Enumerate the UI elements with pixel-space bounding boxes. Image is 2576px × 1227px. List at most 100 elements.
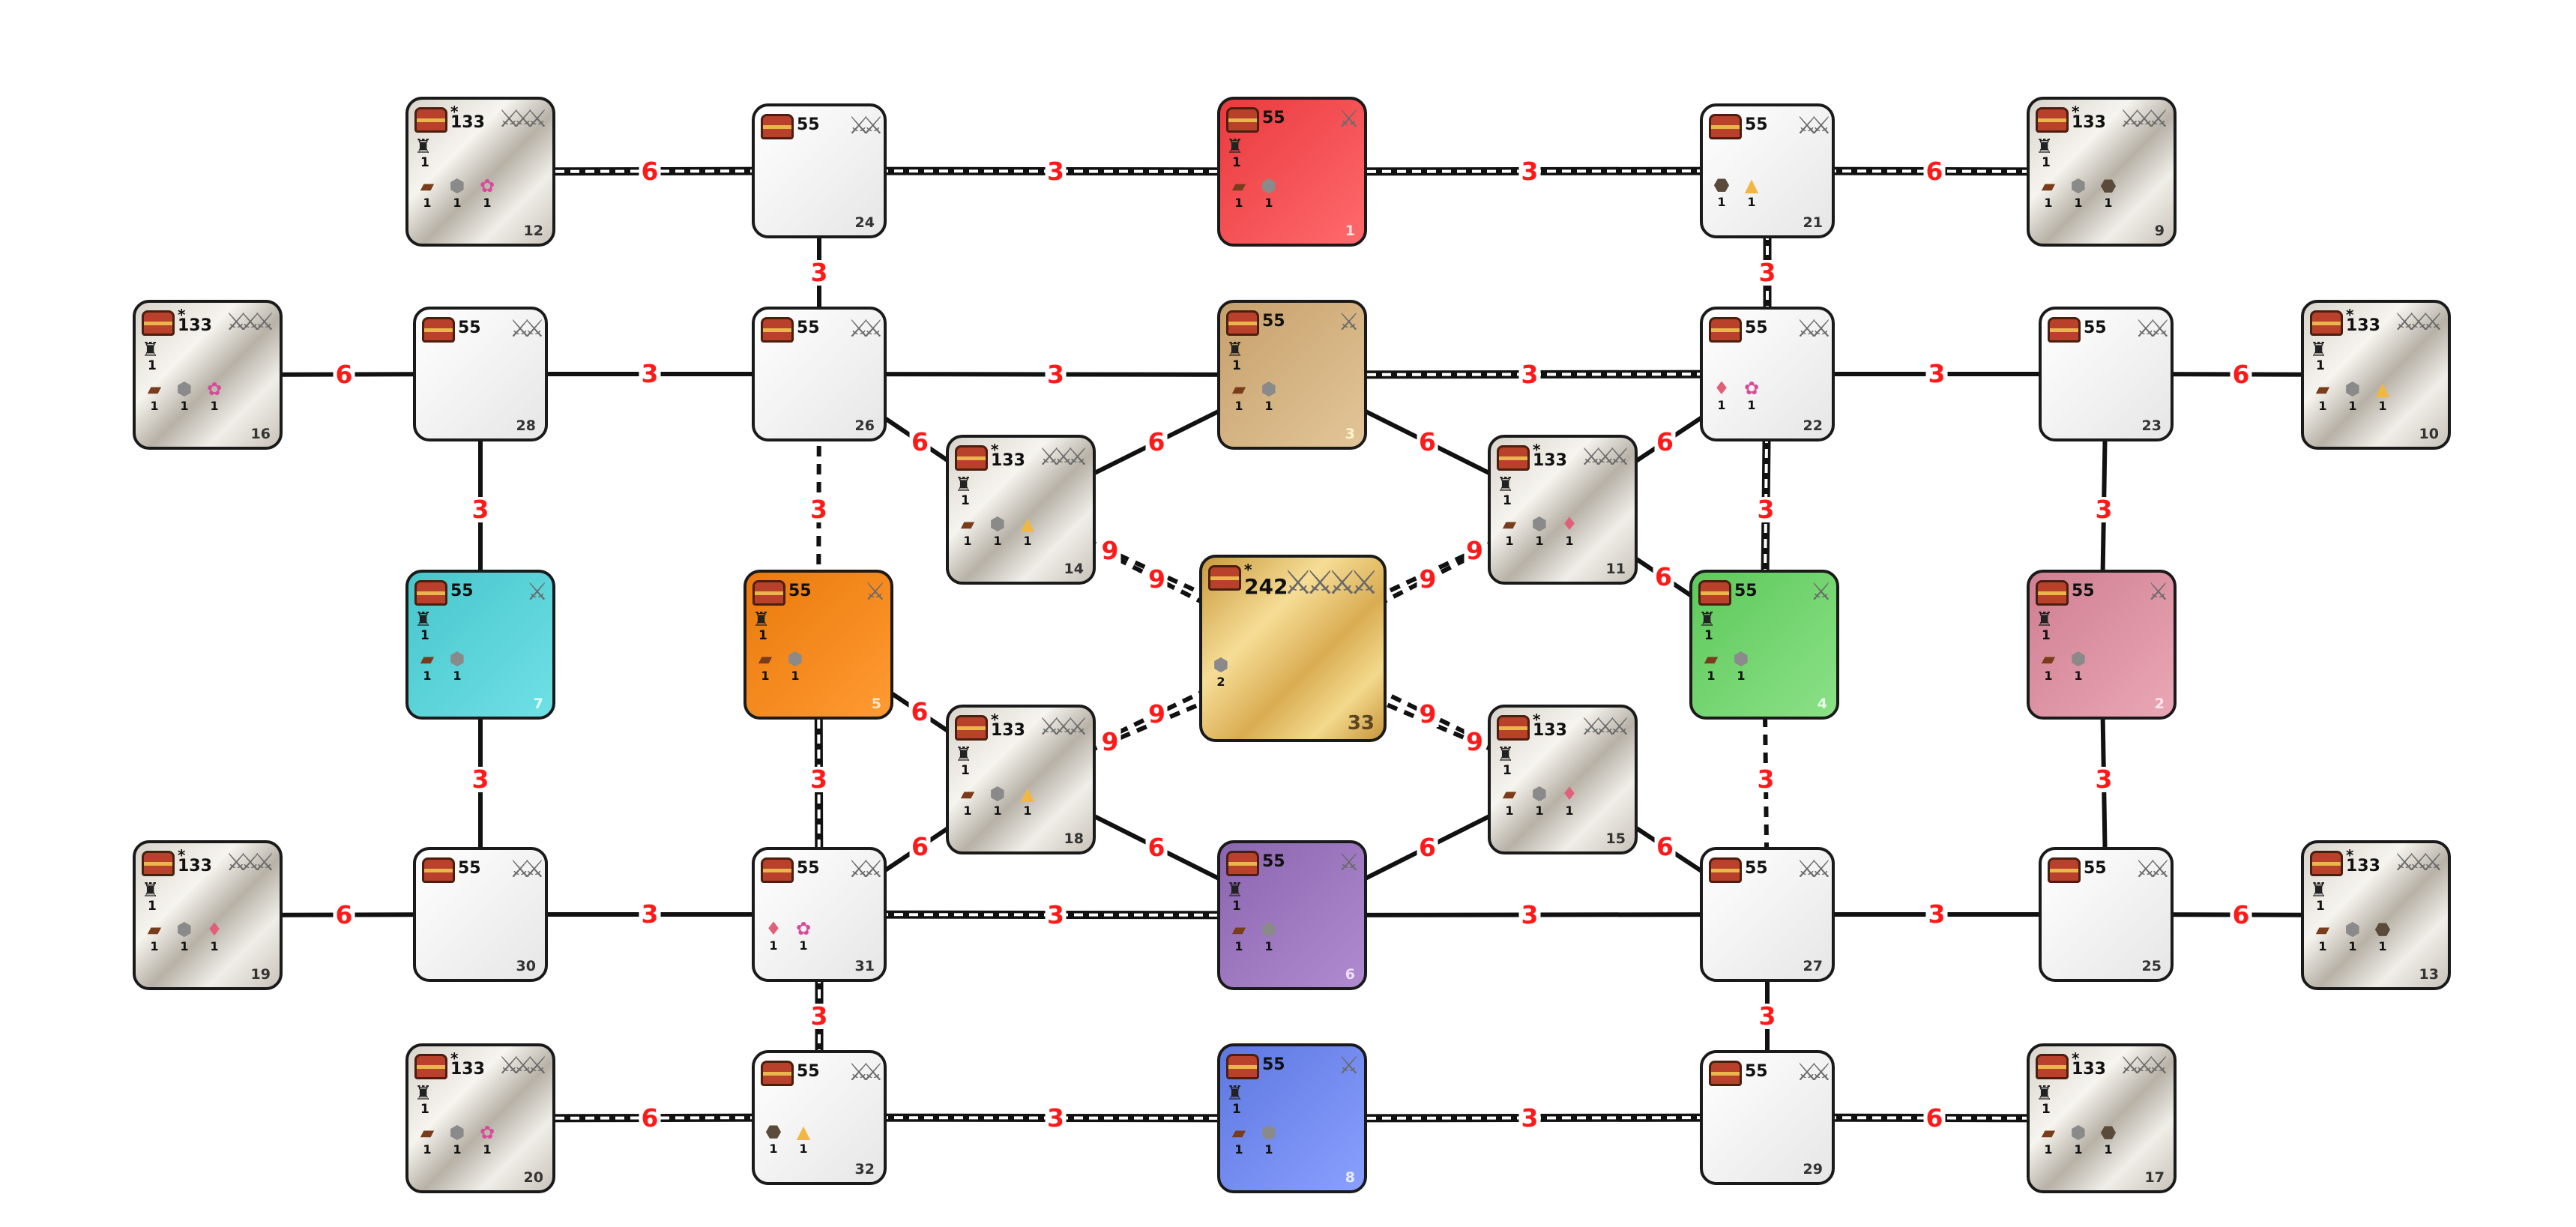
resource-item: ⬣1 xyxy=(2096,176,2121,210)
sand-icon: ▲ xyxy=(2375,379,2390,400)
resource-item: ⬢1 xyxy=(2340,379,2365,413)
sword-icon: ⚔⚔⚔ xyxy=(225,307,275,336)
node-id-label: 18 xyxy=(1064,830,1084,847)
node-id-label: 25 xyxy=(2141,958,2162,974)
ingot-icon: ▰ xyxy=(420,175,435,196)
edge-line-inner xyxy=(818,913,1293,917)
ingot-icon: ▰ xyxy=(1704,648,1719,669)
ingot-icon: ▰ xyxy=(960,513,975,534)
gold-value: 133 xyxy=(450,113,485,132)
ingot-icon: ▰ xyxy=(147,919,162,940)
ingot-icon: ▰ xyxy=(2315,919,2330,940)
region-node-28[interactable]: 55⚔⚔28 xyxy=(413,307,548,441)
resource-count: 2 xyxy=(1216,675,1225,689)
flower-icon: ✿ xyxy=(479,175,495,196)
edge-cost-label: 3 xyxy=(1925,361,1948,387)
resource-item: ⬢1 xyxy=(985,784,1010,818)
gold-value: 55 xyxy=(797,115,820,134)
edge-cost-label: 6 xyxy=(1653,564,1674,590)
resource-count: 1 xyxy=(2318,939,2327,953)
node-id-label: 3 xyxy=(1345,426,1355,442)
resource-count: 1 xyxy=(2104,196,2113,210)
resource-list: ▰1⬢1♦1 xyxy=(142,920,227,953)
treasure-chest-icon xyxy=(1709,1061,1742,1086)
node-id-label: 24 xyxy=(854,214,875,231)
castle-icon: ♜ xyxy=(2310,339,2328,361)
node-id-label: 17 xyxy=(2144,1169,2165,1186)
sword-icon: ⚔⚔⚔ xyxy=(1580,712,1630,741)
ingot-icon: ▰ xyxy=(2041,648,2056,669)
region-node-27[interactable]: 55⚔⚔27 xyxy=(1700,847,1835,982)
resource-count: 1 xyxy=(1717,398,1726,412)
crystal-icon: ♦ xyxy=(1561,783,1578,804)
node-id-label: 5 xyxy=(871,696,881,712)
node-id-label: 10 xyxy=(2419,426,2439,442)
resource-item: ▲1 xyxy=(1739,175,1764,209)
node-id-label: 28 xyxy=(516,417,536,434)
castle-count: 1 xyxy=(1232,1102,1241,1117)
region-node-24[interactable]: 55⚔⚔24 xyxy=(752,103,887,238)
star-icon: * xyxy=(2346,846,2354,864)
region-node-25[interactable]: 55⚔⚔25 xyxy=(2039,847,2174,982)
resource-count: 1 xyxy=(1264,1142,1273,1157)
castle-icon: ♜ xyxy=(752,609,770,631)
edge-cost-label: 3 xyxy=(639,361,661,387)
sand-icon: ▲ xyxy=(1020,783,1035,804)
resource-count: 1 xyxy=(180,939,189,953)
gold-value: 133 xyxy=(178,857,212,875)
castle-icon: ♜ xyxy=(142,339,160,361)
resource-list: ▰1⬢1✿1 xyxy=(142,379,227,413)
sword-icon: ⚔⚔ xyxy=(1796,111,1832,139)
resource-list: ▰1⬢1⬣1 xyxy=(2036,1123,2121,1157)
node-id-label: 31 xyxy=(854,958,875,974)
castle-icon: ♜ xyxy=(414,609,432,631)
region-node-29[interactable]: 55⚔⚔29 xyxy=(1700,1050,1835,1185)
ore-icon: ⬢ xyxy=(1531,513,1548,534)
ore-icon: ⬢ xyxy=(449,175,465,196)
resource-list: ▰1⬢1 xyxy=(1226,379,1282,413)
region-node-30[interactable]: 55⚔⚔30 xyxy=(413,847,548,982)
resource-item: ▰1 xyxy=(1226,1123,1252,1157)
sword-icon: ⚔⚔ xyxy=(1796,1058,1832,1086)
treasure-chest-icon xyxy=(1709,317,1742,343)
resource-list: ♦1✿1 xyxy=(1709,379,1764,412)
castle-count: 1 xyxy=(1232,155,1241,170)
castle-count: 1 xyxy=(961,763,970,778)
resource-item: ▰1 xyxy=(1226,379,1252,413)
region-node-23[interactable]: 55⚔⚔23 xyxy=(2039,307,2174,441)
region-node-26[interactable]: 55⚔⚔26 xyxy=(752,307,887,441)
sword-icon: ⚔⚔ xyxy=(848,854,884,883)
sword-icon: ⚔⚔ xyxy=(848,314,884,343)
treasure-chest-icon xyxy=(1226,107,1259,133)
resource-count: 1 xyxy=(1234,196,1243,210)
gold-value: 133 xyxy=(450,1060,485,1079)
edge-cost-label: 3 xyxy=(469,496,492,522)
castle-icon: ♜ xyxy=(1497,474,1515,496)
edge-cost-label: 3 xyxy=(1755,496,1777,522)
